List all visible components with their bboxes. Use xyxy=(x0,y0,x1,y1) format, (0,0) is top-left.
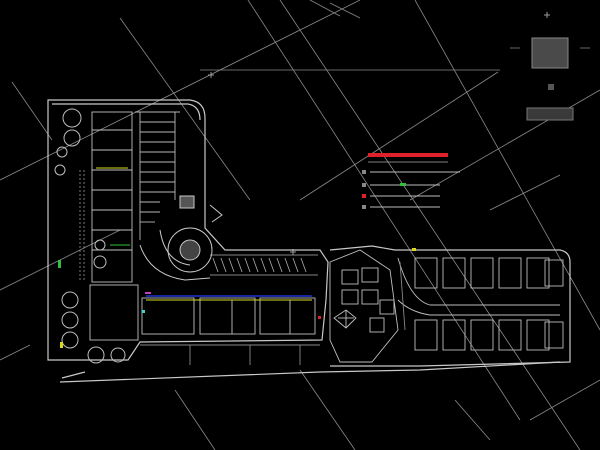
west-building xyxy=(79,111,133,283)
legend xyxy=(362,153,460,209)
north-arrow-icon xyxy=(531,37,569,69)
north-parking-stalls xyxy=(135,111,180,240)
legend-title-bar xyxy=(368,153,448,157)
link-building xyxy=(329,249,399,363)
east-pad-lots xyxy=(397,257,564,351)
roundabout xyxy=(139,195,223,281)
scale-bar-icon xyxy=(526,107,574,121)
south-building-units xyxy=(89,284,320,365)
title-block-icon xyxy=(510,37,590,121)
color-accents xyxy=(58,248,416,348)
wing-parking-stalls xyxy=(210,254,318,276)
site-boundary xyxy=(47,99,571,383)
